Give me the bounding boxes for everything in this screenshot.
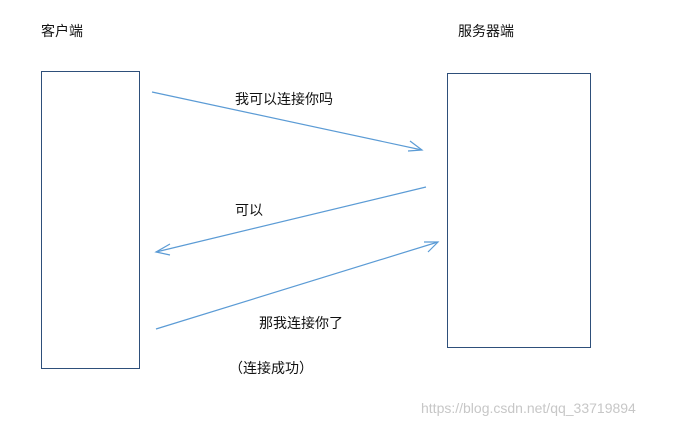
server-box — [447, 73, 591, 348]
server-label: 服务器端 — [458, 24, 514, 40]
client-label: 客户端 — [41, 24, 83, 40]
connection-success-label: （连接成功） — [229, 361, 313, 377]
client-box — [41, 71, 140, 369]
arrow-connect-head — [424, 241, 440, 253]
message-request-label: 我可以连接你吗 — [235, 92, 333, 108]
message-reply-label: 可以 — [235, 203, 263, 219]
message-connect-label: 那我连接你了 — [259, 316, 343, 332]
arrow-request-head — [407, 140, 424, 152]
arrow-reply-head — [154, 243, 171, 256]
arrow-reply — [155, 186, 427, 253]
watermark-text: https://blog.csdn.net/qq_33719894 — [421, 400, 636, 416]
